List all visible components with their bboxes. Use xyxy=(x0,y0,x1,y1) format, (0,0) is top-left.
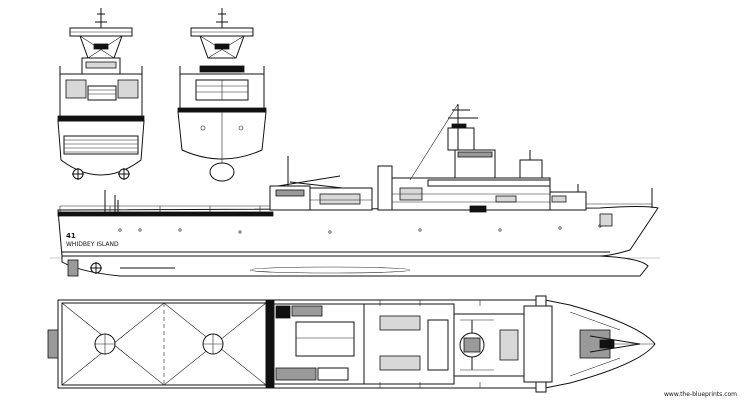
top-plan xyxy=(47,295,656,393)
crane-superstructure xyxy=(269,156,373,211)
deck-edge-ticks xyxy=(379,300,481,388)
watermark-text: www.the-blueprints.com xyxy=(664,391,737,398)
front-view xyxy=(57,8,145,180)
well-deck-railing xyxy=(59,190,272,212)
main-deckhouse xyxy=(377,165,551,213)
ship-name-label: WHIDBEY ISLAND xyxy=(66,241,119,248)
rear-view xyxy=(177,8,267,182)
flight-deck-spots xyxy=(61,302,267,386)
forward-deck xyxy=(549,184,653,211)
side-profile: 41 WHIDBEY ISLAND xyxy=(50,103,660,277)
hull-number: 41 xyxy=(66,232,76,240)
bow-gear xyxy=(569,311,655,377)
bridge-and-mast xyxy=(409,103,543,181)
hull-portholes xyxy=(118,224,602,234)
